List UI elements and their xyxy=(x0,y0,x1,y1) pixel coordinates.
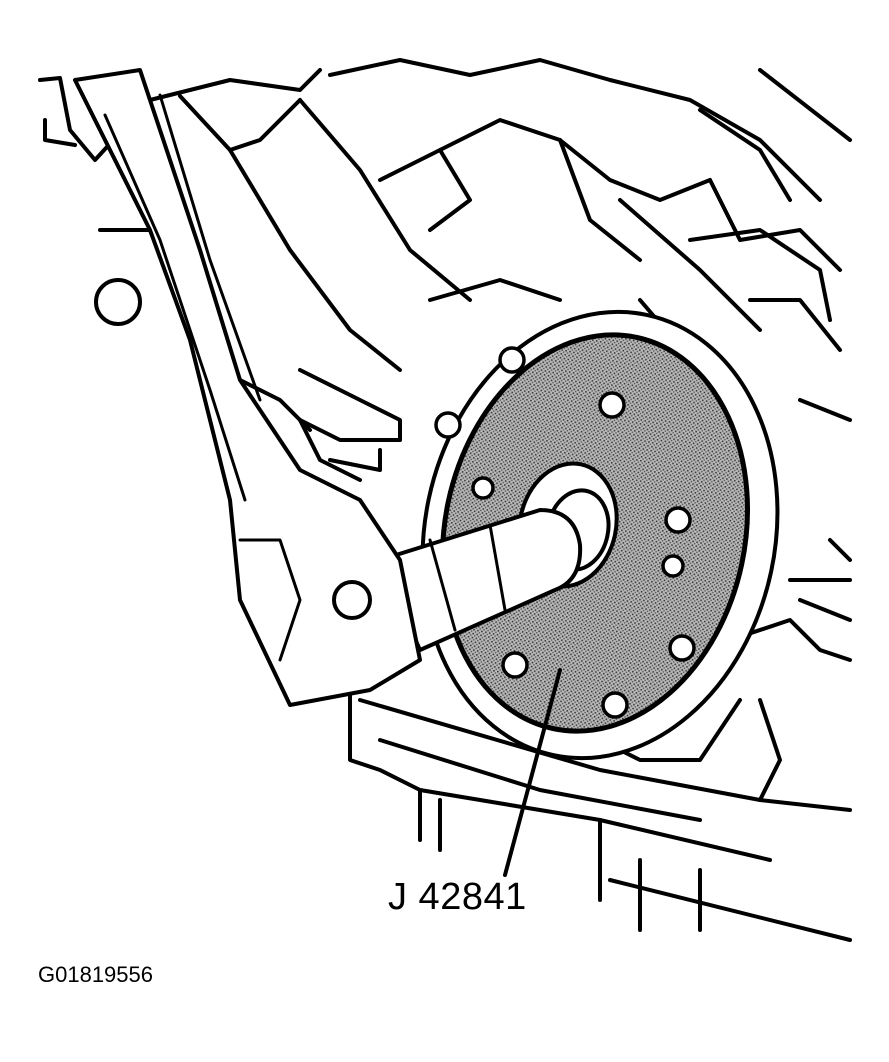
bolt xyxy=(661,554,685,578)
bolt xyxy=(598,391,626,419)
wrench-handle xyxy=(73,68,422,707)
bolt xyxy=(664,506,692,534)
tool-callout-label: J 42841 xyxy=(388,876,527,918)
bolt xyxy=(501,651,529,679)
leader-line xyxy=(503,668,562,877)
figure-id-label: G01819556 xyxy=(38,962,153,987)
bolts xyxy=(434,346,696,719)
bolt xyxy=(498,346,526,374)
bolt xyxy=(668,634,696,662)
bolt xyxy=(471,476,495,500)
bolt xyxy=(434,411,462,439)
bolt xyxy=(601,691,629,719)
